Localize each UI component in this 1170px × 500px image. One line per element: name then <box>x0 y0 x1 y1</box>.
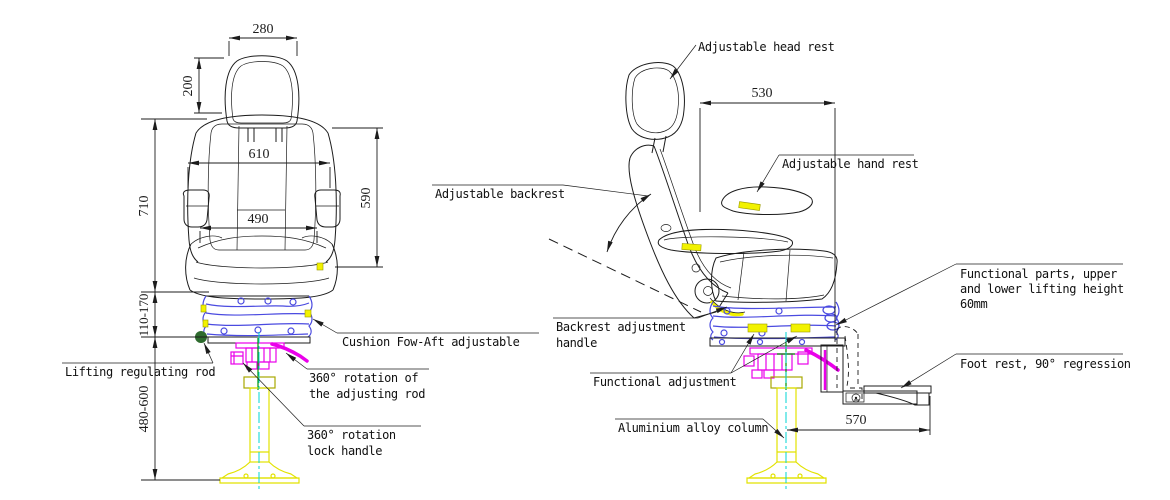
front-view: 280 200 610 490 590 710 110-170 480-600 <box>62 22 539 492</box>
dim-seat-width: 490 <box>248 212 269 227</box>
front-headrest <box>224 55 300 142</box>
dim-backrest-height: 590 <box>359 188 374 209</box>
label-foot-rest: Foot rest, 90° regression <box>960 357 1131 371</box>
dim-overall-height: 710 <box>137 196 152 217</box>
label-rod-rotation-line1: 360° rotation of <box>309 371 418 385</box>
side-armrest <box>657 224 793 255</box>
foot-rest-folded-outline <box>836 326 863 401</box>
front-armrest-right <box>314 189 341 228</box>
side-dimensions: 530 570 <box>699 86 931 435</box>
recline-arc <box>606 193 652 253</box>
front-seat-cushion <box>185 235 338 300</box>
label-adjustable-head-rest: Adjustable head rest <box>698 40 835 54</box>
front-seat-base-plate <box>207 336 311 344</box>
dim-headrest-width: 280 <box>253 22 274 37</box>
side-hand-rest <box>721 186 813 216</box>
side-seat-cushion <box>711 248 838 303</box>
label-aluminium-column: Aluminium alloy column <box>618 421 768 435</box>
front-backrest <box>187 114 337 263</box>
label-adjustable-hand-rest: Adjustable hand rest <box>782 157 919 171</box>
front-bellows <box>202 295 313 338</box>
label-lock-handle-line1: 360° rotation <box>307 428 396 442</box>
side-base-plate <box>709 337 846 347</box>
side-labels: Adjustable head rest Adjustable hand res… <box>432 40 1131 439</box>
front-mechanism <box>230 342 309 370</box>
label-rod-rotation-line2: the adjusting rod <box>309 387 425 401</box>
label-functional-adjustment: Functional adjustment <box>593 375 736 389</box>
label-functional-parts-line3: 60mm <box>960 297 987 311</box>
label-backrest-handle-line2: handle <box>556 336 597 350</box>
dim-column-to-footrest: 570 <box>846 413 867 428</box>
label-cushion-fore-aft: Cushion Fow-Aft adjustable <box>342 335 520 349</box>
side-headrest <box>625 62 685 154</box>
label-adjustable-backrest: Adjustable backrest <box>435 187 565 201</box>
front-bellows-highlights <box>200 262 324 328</box>
dim-backrest-to-seat-front: 530 <box>752 86 773 101</box>
front-dimensions: 280 200 610 490 590 710 110-170 480-600 <box>136 22 383 481</box>
label-functional-parts-line2: and lower lifting height <box>960 282 1124 296</box>
label-functional-parts-line1: Functional parts, upper <box>960 267 1117 281</box>
label-lock-handle-line2: lock handle <box>307 444 382 458</box>
front-labels: Lifting regulating rod Cushion Fow-Aft a… <box>62 318 539 458</box>
label-backrest-handle-line1: Backrest adjustment <box>556 320 686 334</box>
side-mechanism <box>743 347 840 390</box>
side-bellows <box>709 301 840 341</box>
label-lifting-regulating-rod: Lifting regulating rod <box>65 365 215 379</box>
dim-column-height-range: 480-600 <box>137 386 152 433</box>
side-view: 530 570 Adjustable head rest Adjustable … <box>432 40 1131 492</box>
recline-dashed-line <box>548 238 702 313</box>
side-bellows-highlights <box>747 323 811 333</box>
dim-cushion-lift-range: 110-170 <box>136 294 151 337</box>
dim-headrest-height: 200 <box>181 76 196 97</box>
front-armrest-left <box>182 189 210 228</box>
dim-backrest-width: 610 <box>249 147 270 162</box>
